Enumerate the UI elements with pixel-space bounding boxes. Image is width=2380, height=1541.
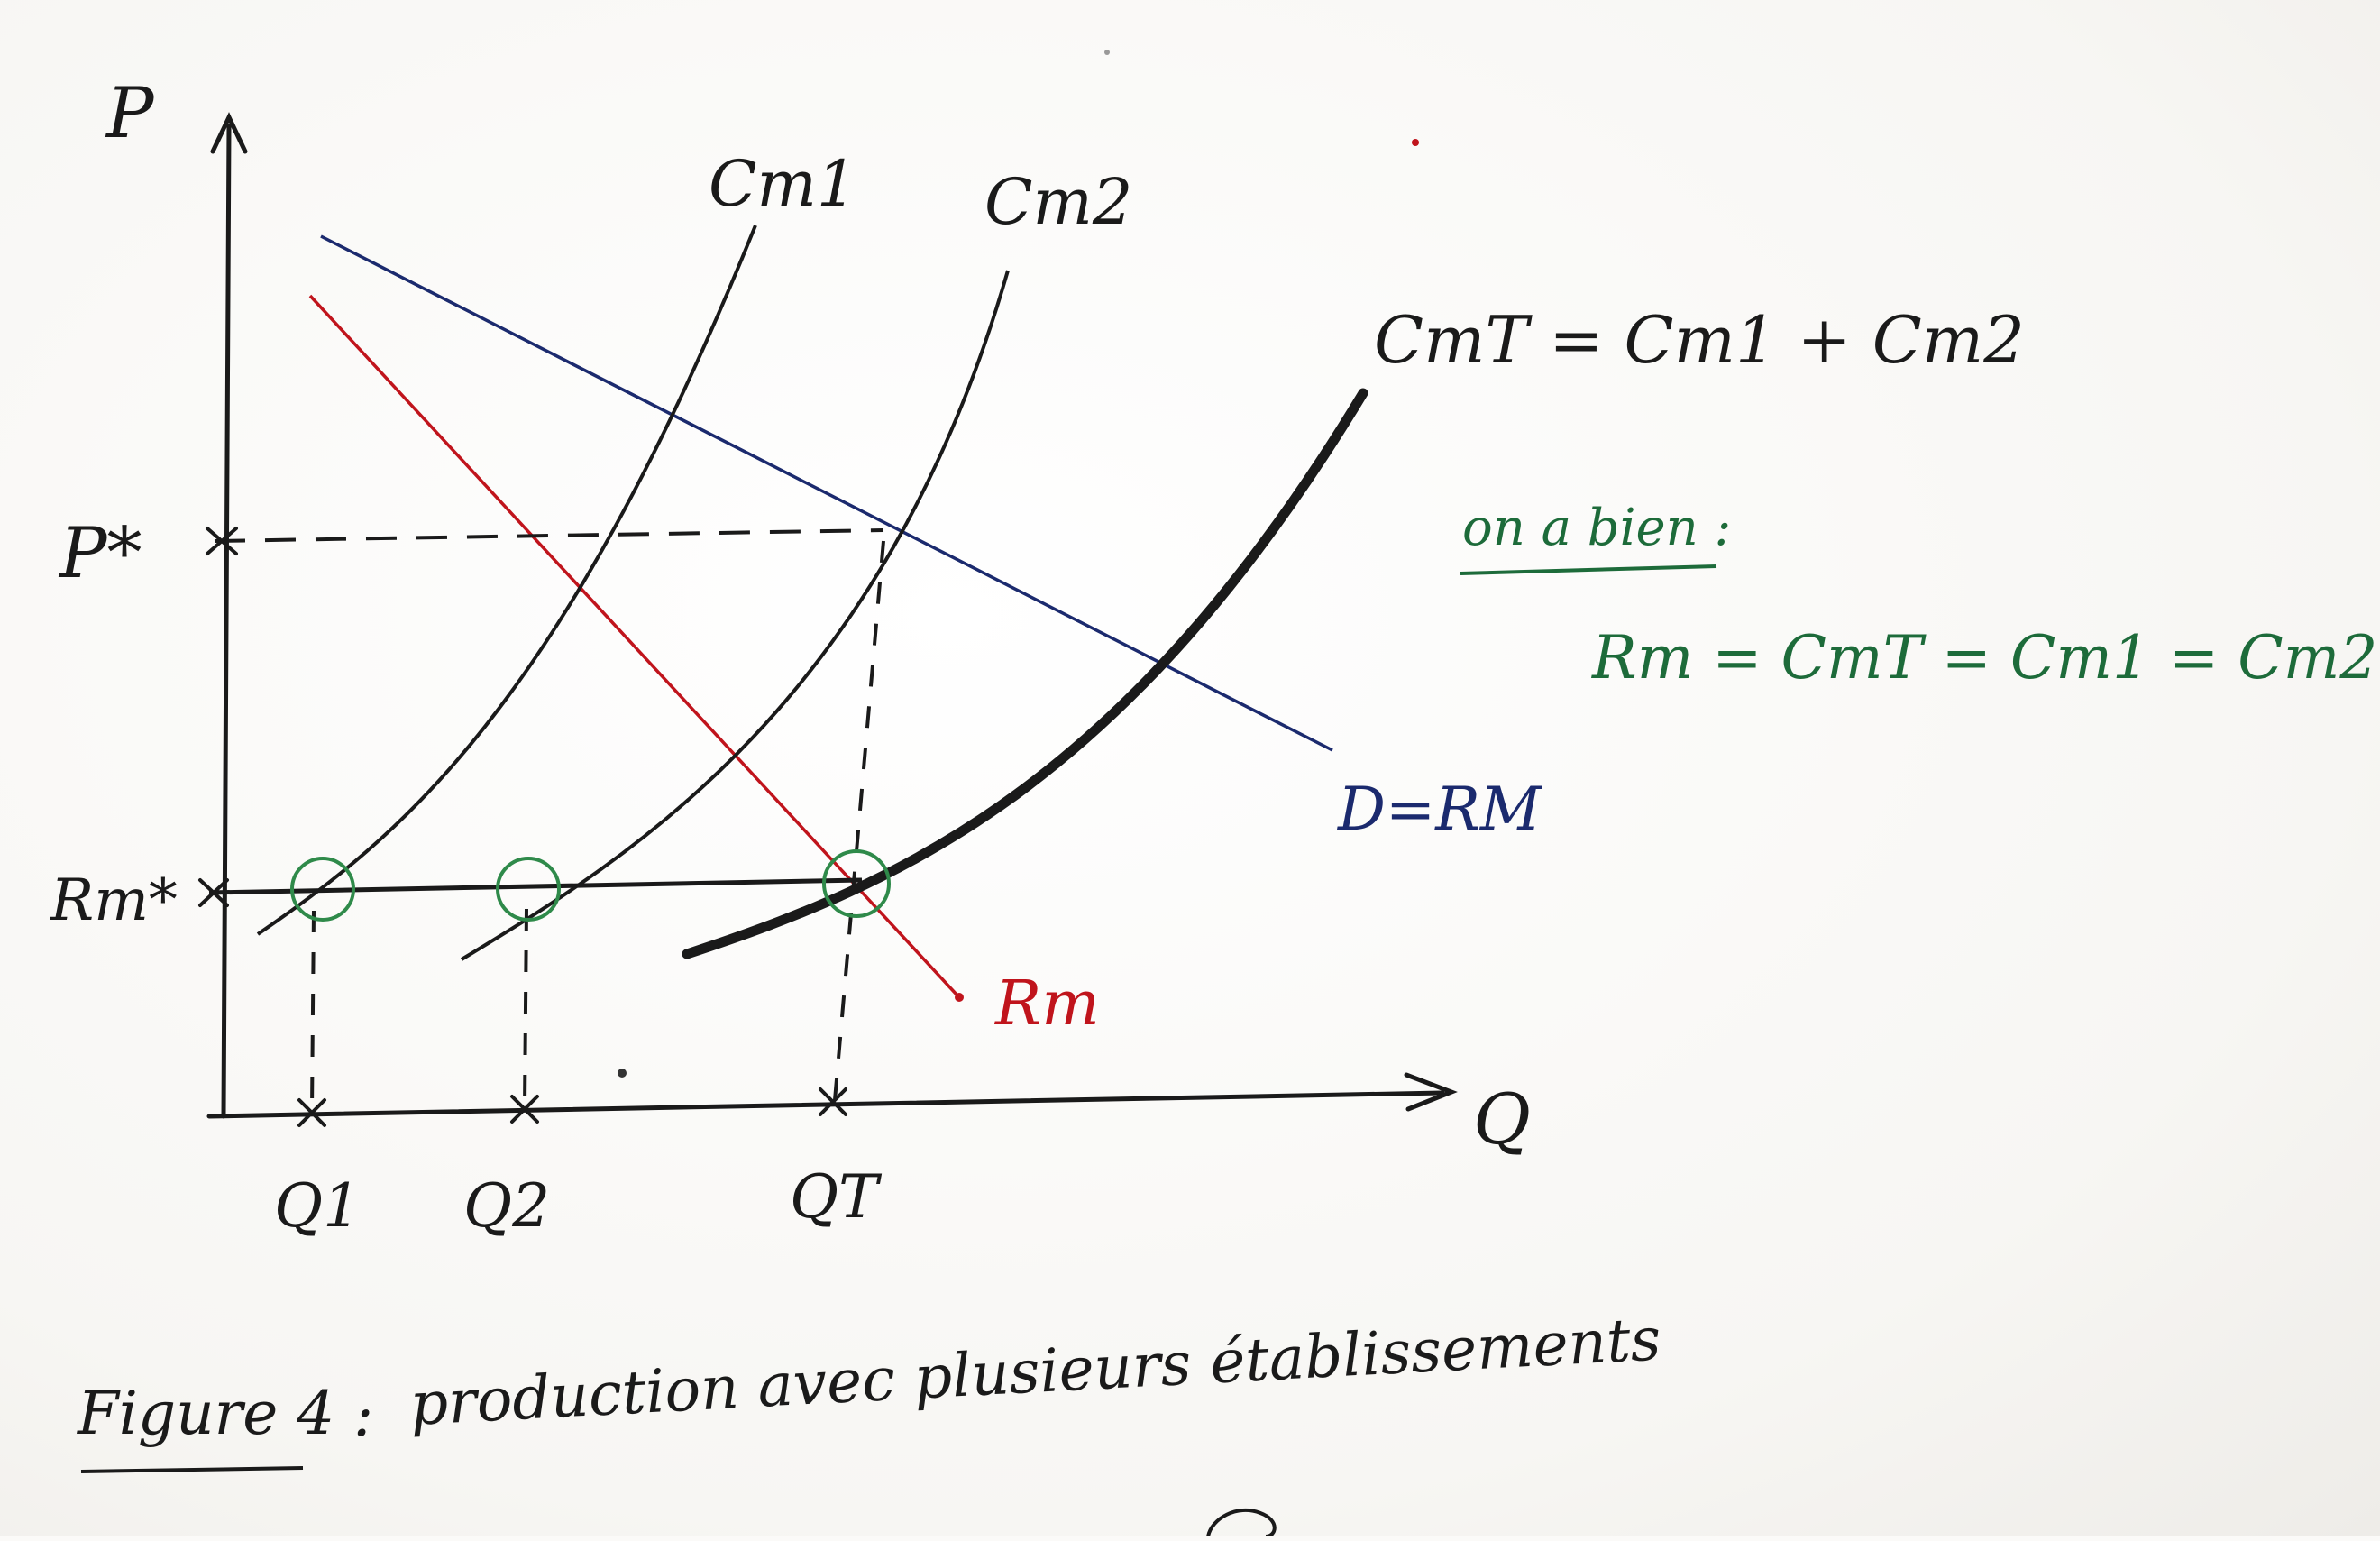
q1-dashed-guide: [310, 910, 316, 1112]
cmt-equation-label: CmT = Cm1 + Cm2: [1374, 302, 2025, 378]
x-axis: [206, 1090, 1445, 1119]
p-star-tick: [206, 527, 238, 555]
qt-tick: [819, 1087, 847, 1116]
caption-text: production avec plusieurs établissements: [408, 1304, 1662, 1439]
qt-label: QT: [790, 1162, 883, 1232]
cm2-label: Cm2: [984, 165, 1132, 239]
y-axis-label: P: [105, 73, 155, 154]
q1-label: Q1: [274, 1171, 361, 1241]
p-star-dashed-line: [214, 528, 884, 543]
caption-label-underline: [80, 1466, 304, 1473]
q1-equilibrium-circle: [290, 857, 355, 922]
demand-curve: [320, 234, 1333, 752]
demand-label: D=RM: [1337, 775, 1542, 844]
paper-specks: [618, 50, 1419, 1078]
axes: [206, 112, 1458, 1119]
q1-tick: [298, 1098, 326, 1127]
vertical-dashed-guides: [310, 540, 885, 1112]
p-star-label: P*: [58, 513, 142, 594]
caption-label: Figure 4: [77, 1379, 334, 1448]
speck: [1104, 50, 1110, 55]
cutoff-letter-mark: [1206, 1508, 1277, 1538]
y-axis-arrow: [210, 112, 248, 154]
note-equation: Rm = CmT = Cm1 = Cm2: [1591, 623, 2377, 693]
x-axis-label: Q: [1473, 1079, 1531, 1160]
rm-star-label: Rm*: [50, 867, 178, 934]
x-axis-arrow: [1404, 1072, 1458, 1112]
caption-separator: :: [353, 1380, 373, 1450]
cm2-curve: [460, 270, 1010, 961]
cmt-curve: [682, 388, 1368, 959]
speck: [1412, 139, 1419, 146]
rm-label: Rm: [993, 968, 1100, 1040]
rm-star-line: [208, 877, 863, 895]
tick-marks: [198, 527, 847, 1127]
q2-dashed-guide: [523, 908, 528, 1108]
rm-star-tick: [198, 878, 229, 907]
q2-label: Q2: [463, 1171, 550, 1241]
note-heading: on a bien :: [1462, 499, 1731, 557]
q2-equilibrium-circle: [496, 857, 561, 922]
q2-tick: [510, 1095, 539, 1124]
qt-dashed-guide: [833, 540, 885, 1101]
equilibrium-circles: [290, 849, 891, 922]
speck: [618, 1069, 627, 1078]
qt-equilibrium-circle: [822, 849, 891, 918]
rm-curve-end-dot: [955, 993, 964, 1002]
note-heading-underline: [1460, 564, 1717, 575]
cm1-label: Cm1: [709, 147, 856, 221]
y-axis: [221, 124, 232, 1119]
